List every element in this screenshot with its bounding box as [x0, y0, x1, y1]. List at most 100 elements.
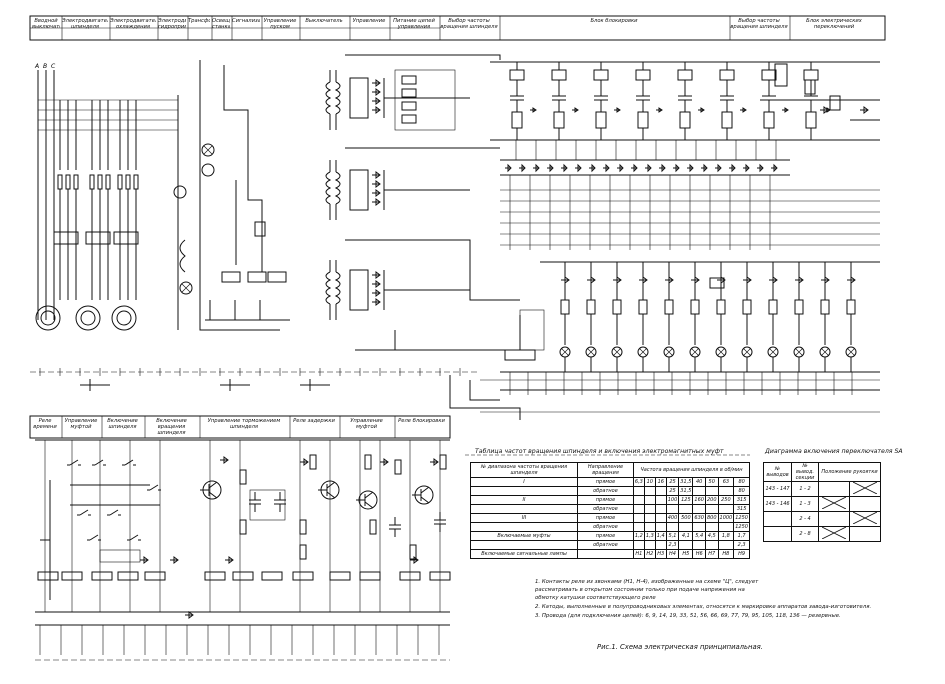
diode-symbol [743, 276, 752, 284]
wire [109, 509, 119, 516]
relay-coil [721, 111, 733, 129]
note-line-2: рассматривать в открытом состоянии тольк… [535, 587, 745, 593]
control-bus [199, 60, 280, 331]
resistor [401, 114, 417, 124]
diode-symbol [782, 107, 789, 113]
contact [254, 221, 266, 237]
diode-symbol [659, 163, 666, 173]
diode-symbol [372, 298, 381, 306]
rectifier-block [349, 77, 369, 119]
relay-coil [679, 111, 691, 129]
wire [449, 375, 521, 420]
wire [469, 380, 500, 401]
relay-coil [144, 571, 166, 581]
diode-symbol [821, 276, 830, 284]
diode-symbol [372, 106, 381, 114]
relay-coil [742, 299, 752, 315]
phase-label: C [51, 63, 56, 70]
diode-symbol [185, 611, 194, 619]
figure-caption: Рис.1. Схема электрическая принципиальна… [597, 643, 763, 651]
diode-symbol [614, 107, 621, 113]
diode-symbol [639, 276, 648, 284]
diode-symbol [665, 276, 674, 284]
motor-rotor [80, 310, 96, 326]
switch-diagram-row: 2 - 8 [762, 526, 881, 542]
top-header-cell: Вводной выключатель [32, 18, 60, 30]
diode-symbol [372, 198, 381, 206]
wire [847, 348, 855, 356]
motor-rotor [40, 310, 56, 326]
lower-header-cell: Реле задержки [293, 418, 335, 424]
wire [821, 348, 829, 356]
diode-symbol [220, 456, 229, 464]
relay-coil [504, 349, 536, 361]
wire [203, 145, 213, 155]
diode-symbol [372, 79, 381, 87]
diode-symbol [372, 189, 381, 197]
lower-header-cell: Управление муфтой [350, 418, 383, 430]
lamp-symbol [201, 143, 215, 157]
relay-coil [638, 299, 648, 315]
diode-symbol [372, 280, 381, 288]
fuse [133, 174, 139, 190]
diode-symbol [530, 107, 537, 113]
phase-label: B [43, 63, 47, 70]
diode-symbol [847, 276, 856, 284]
fuse [89, 174, 95, 190]
note-line-5: 3. Провода (для подключения цепей): 6, 9… [535, 613, 841, 619]
relay-coil [329, 571, 351, 581]
thermal-relay [53, 231, 79, 245]
bridge-block [249, 489, 286, 521]
diode-symbol [603, 163, 610, 173]
wire [208, 481, 218, 489]
transformer-primary [325, 81, 332, 115]
thermal-relay [113, 231, 139, 245]
relay-coil [429, 571, 451, 581]
top-header-cell: Сигнализация [232, 18, 260, 24]
diode-symbol [740, 107, 747, 113]
diode-symbol [561, 276, 570, 284]
diode-symbol [587, 276, 596, 284]
diode-symbol [410, 556, 419, 564]
wire [181, 283, 191, 293]
top-header-cell: Электродвигатель охлаждения [110, 18, 156, 30]
top-header-cell: Электродвигатель шпинделя [62, 18, 108, 30]
relay-coil [261, 571, 283, 581]
diode-symbol [572, 107, 579, 113]
wire [420, 496, 430, 504]
wire [743, 348, 751, 356]
relay-coil [399, 571, 421, 581]
control-wire [223, 65, 263, 272]
top-header-cell: Выбор частоты вращения шпинделя [730, 18, 788, 30]
wire [124, 459, 134, 466]
supply-wire [760, 99, 880, 121]
resistor [829, 95, 841, 111]
diode-symbol [715, 163, 722, 173]
note-line-1: 1. Контакты реле из звонками (Н1, Н-4), … [535, 579, 759, 585]
motor-symbol [35, 305, 61, 331]
top-header-cell: Блок блокировки [590, 18, 638, 24]
wire [326, 491, 336, 499]
top-header-cell: Блок электрических переключений [806, 18, 862, 30]
fuse [125, 174, 131, 190]
wire [364, 501, 374, 509]
relay-coil [292, 571, 314, 581]
lower-header-cell: Управление муфтой [64, 418, 98, 430]
wire [420, 486, 430, 494]
diode-symbol [372, 171, 381, 179]
note-line-3: обмотку катушки соответствующего реле [535, 595, 656, 601]
diode-symbol [691, 276, 700, 284]
diode-symbol [860, 106, 869, 114]
diode-symbol [771, 163, 778, 173]
fuse [117, 174, 123, 190]
wire [795, 348, 803, 356]
resistor [364, 454, 372, 470]
relay-coil [232, 571, 254, 581]
diode-symbol [687, 163, 694, 173]
supply-wire [345, 239, 520, 301]
relay-coil [595, 111, 607, 129]
